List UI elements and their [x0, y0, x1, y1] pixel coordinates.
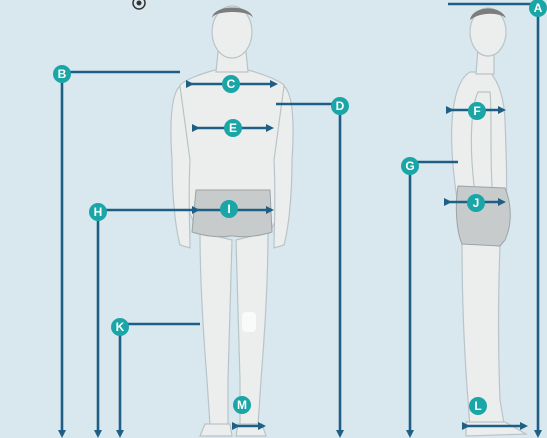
- swirl-logo-icon: [133, 0, 145, 9]
- badge-h: H: [89, 203, 107, 221]
- badge-d-label: D: [336, 99, 345, 113]
- badge-l-label: L: [474, 399, 481, 413]
- knee-highlight: [242, 312, 256, 332]
- badge-i-label: I: [227, 202, 230, 216]
- badge-f: F: [468, 102, 486, 120]
- badge-d: D: [331, 97, 349, 115]
- badge-k-label: K: [116, 320, 125, 334]
- badge-g-label: G: [405, 159, 414, 173]
- side-underwear: [456, 186, 510, 246]
- badge-b: B: [53, 65, 71, 83]
- badge-m: M: [233, 396, 251, 414]
- badge-i: I: [220, 200, 238, 218]
- badge-j: J: [467, 194, 485, 212]
- badge-e: E: [224, 119, 242, 137]
- badge-l: L: [469, 397, 487, 415]
- badge-c: C: [222, 75, 240, 93]
- badge-e-label: E: [229, 121, 237, 135]
- badge-k: K: [111, 318, 129, 336]
- badge-b-label: B: [58, 67, 67, 81]
- badge-j-label: J: [473, 196, 480, 210]
- badge-m-label: M: [237, 398, 247, 412]
- badge-h-label: H: [94, 205, 103, 219]
- badge-g: G: [401, 157, 419, 175]
- badge-f-label: F: [473, 104, 480, 118]
- badge-a-label: A: [534, 1, 543, 15]
- badge-a: A: [529, 0, 547, 17]
- badge-c-label: C: [227, 77, 236, 91]
